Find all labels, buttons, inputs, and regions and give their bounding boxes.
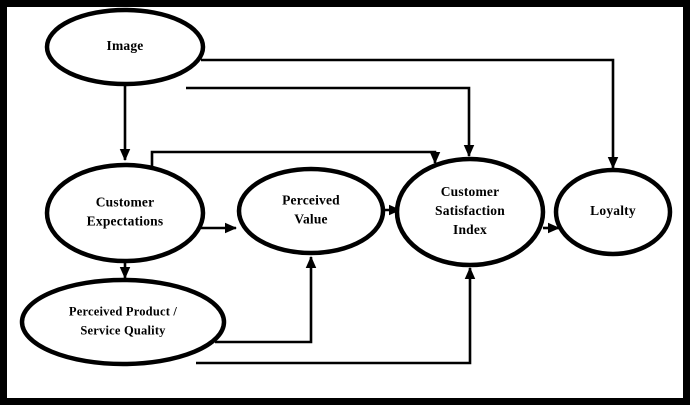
node-label-image: Image xyxy=(107,38,144,53)
node-shape-image xyxy=(44,7,206,87)
connector-layer xyxy=(119,58,619,365)
node-image: Image xyxy=(44,7,206,87)
node-label-customer_satisfaction_index: Customer xyxy=(441,184,500,199)
node-label-perceived_value: Value xyxy=(294,212,328,227)
node-shape-customer_expectations xyxy=(44,162,206,264)
connector-customer-expectations-to-customer-satisfaction-index xyxy=(150,150,441,178)
connector-image-to-customer-satisfaction-index xyxy=(186,86,475,157)
node-label-customer_satisfaction_index: Satisfaction xyxy=(435,203,505,218)
connector-perceived-quality-to-customer-satisfaction-index xyxy=(196,267,476,365)
node-shape-customer_satisfaction_index xyxy=(394,156,546,268)
connector-perceived-quality-to-perceived-value xyxy=(215,256,317,344)
node-label-perceived_product_service_quality: Perceived Product / xyxy=(69,304,177,318)
node-label-customer_satisfaction_index: Index xyxy=(453,222,487,237)
node-shape-perceived_product_service_quality xyxy=(19,277,227,367)
connector-image-to-loyalty xyxy=(201,58,619,169)
node-perceived_product_service_quality: Perceived Product / Service Quality xyxy=(19,277,227,367)
node-label-customer_expectations: Customer xyxy=(96,195,155,210)
node-label-loyalty: Loyalty xyxy=(590,203,636,218)
node-label-perceived_value: Perceived xyxy=(282,193,340,208)
node-loyalty: Loyalty xyxy=(553,167,673,257)
node-label-customer_expectations: Expectations xyxy=(87,214,164,229)
node-label-perceived_product_service_quality: Service Quality xyxy=(80,323,166,337)
node-shape-perceived_value xyxy=(236,166,386,256)
node-shape-loyalty xyxy=(553,167,673,257)
